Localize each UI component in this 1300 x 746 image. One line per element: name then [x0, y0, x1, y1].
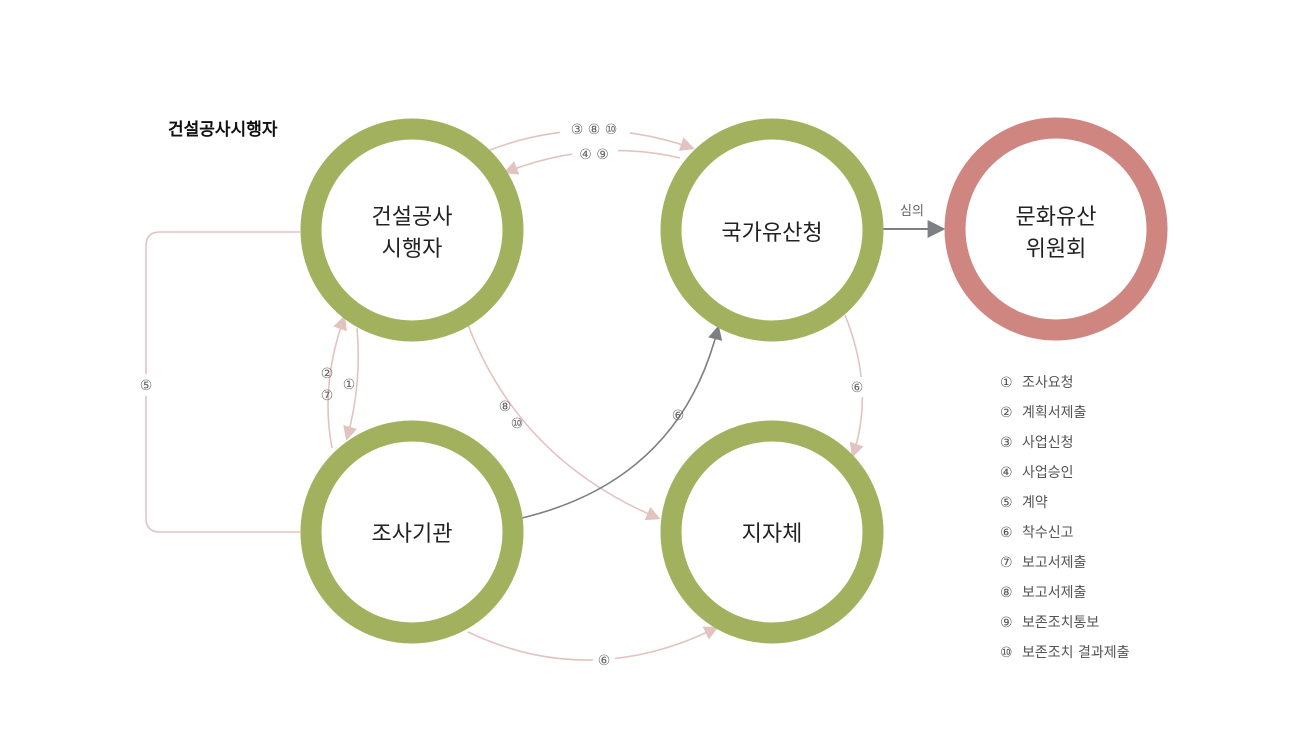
edge-label-diag-b: ⑩ — [511, 416, 524, 432]
node-agency-label: 국가유산청 — [721, 221, 822, 246]
legend-item-text: 계획서제출 — [1022, 405, 1087, 421]
arrow-contractor-to-research — [343, 327, 360, 441]
edge-label-top-upper: ③ ⑧ ⑩ — [571, 122, 618, 138]
node-local-gov: 지자체 — [660, 420, 884, 644]
legend-item: ⑥ 착수신고 — [1000, 522, 1130, 552]
legend-item-number: ⑧ — [1000, 585, 1013, 601]
legend-item-text: 사업승인 — [1022, 465, 1074, 481]
legend-item: ⑨ 보존조치통보 — [1000, 612, 1130, 642]
legend-item-text: 보존조치 결과제출 — [1022, 645, 1130, 661]
legend-item-text: 보고서제출 — [1022, 585, 1087, 601]
legend-item-number: ⑨ — [1000, 615, 1013, 631]
legend-item-text: 보존조치통보 — [1022, 615, 1100, 631]
node-contractor: 건설공사 시행자 — [300, 118, 524, 342]
arrow-research-to-contractor — [327, 315, 347, 449]
edge-label-right-down: ⑥ — [851, 380, 864, 396]
legend-item: ⑧ 보고서제출 — [1000, 582, 1130, 612]
legend-item: ③ 사업신청 — [1000, 432, 1130, 462]
legend-item-number: ⑦ — [1000, 555, 1013, 571]
contract-connector — [145, 231, 300, 533]
edge-label-top-lower: ④ ⑨ — [579, 147, 609, 163]
node-committee: 문화유산 위원회 — [944, 117, 1168, 341]
arrow-contractor-to-localgov — [467, 324, 661, 521]
legend-item-number: ④ — [1000, 465, 1013, 481]
diagram-caption: 건설공사시행자 — [168, 120, 278, 140]
legend-item-text: 사업신청 — [1022, 435, 1074, 451]
legend-item-text: 계약 — [1022, 495, 1048, 511]
legend-item: ② 계획서제출 — [1000, 402, 1130, 432]
legend-item-text: 착수신고 — [1022, 525, 1074, 541]
legend-item: ① 조사요청 — [1000, 372, 1130, 402]
legend-item: ⑤ 계약 — [1000, 492, 1130, 522]
legend-item-text: 보고서제출 — [1022, 555, 1087, 571]
legend-item-number: ⑤ — [1000, 495, 1013, 511]
edge-label-bottom: ⑥ — [598, 653, 611, 669]
legend-item-number: ③ — [1000, 435, 1013, 451]
legend-item-number: ② — [1000, 405, 1013, 421]
edge-label-left-a: ② — [321, 366, 334, 382]
legend-item-number: ① — [1000, 375, 1013, 391]
node-localgov-label: 지자체 — [742, 522, 803, 547]
node-contractor-label-2: 시행자 — [382, 237, 443, 262]
edge-label-diag-a: ⑧ — [499, 399, 512, 415]
node-heritage-agency: 국가유산청 — [660, 118, 884, 342]
legend: ① 조사요청 ② 계획서제출 ③ 사업신청 ④ 사업승인 ⑤ 계약 ⑥ 착수신고 ⑦ 보고서제출 ⑧ 보고서제… — [1000, 372, 1130, 672]
edge-label-curve-up: ⑥ — [672, 408, 685, 424]
legend-item: ⑩ 보존조치 결과제출 — [1000, 642, 1130, 672]
edge-label-contract: ⑤ — [140, 378, 153, 394]
legend-item: ④ 사업승인 — [1000, 462, 1130, 492]
legend-item: ⑦ 보고서제출 — [1000, 552, 1130, 582]
arrow-research-to-agency — [521, 325, 723, 519]
legend-item-number: ⑥ — [1000, 525, 1013, 541]
arrow-research-to-localgov — [467, 626, 719, 661]
node-committee-label-1: 문화유산 — [1016, 205, 1097, 230]
edge-label-left-b: ① — [343, 377, 356, 393]
node-research-org: 조사기관 — [300, 420, 524, 644]
node-committee-label-2: 위원회 — [1026, 237, 1087, 262]
edge-label-left-c: ⑦ — [321, 388, 334, 404]
legend-item-number: ⑩ — [1000, 645, 1013, 661]
node-research-label: 조사기관 — [372, 522, 453, 547]
node-contractor-label-1: 건설공사 — [372, 205, 453, 230]
edge-label-review: 심의 — [900, 204, 924, 219]
legend-item-text: 조사요청 — [1022, 375, 1074, 391]
